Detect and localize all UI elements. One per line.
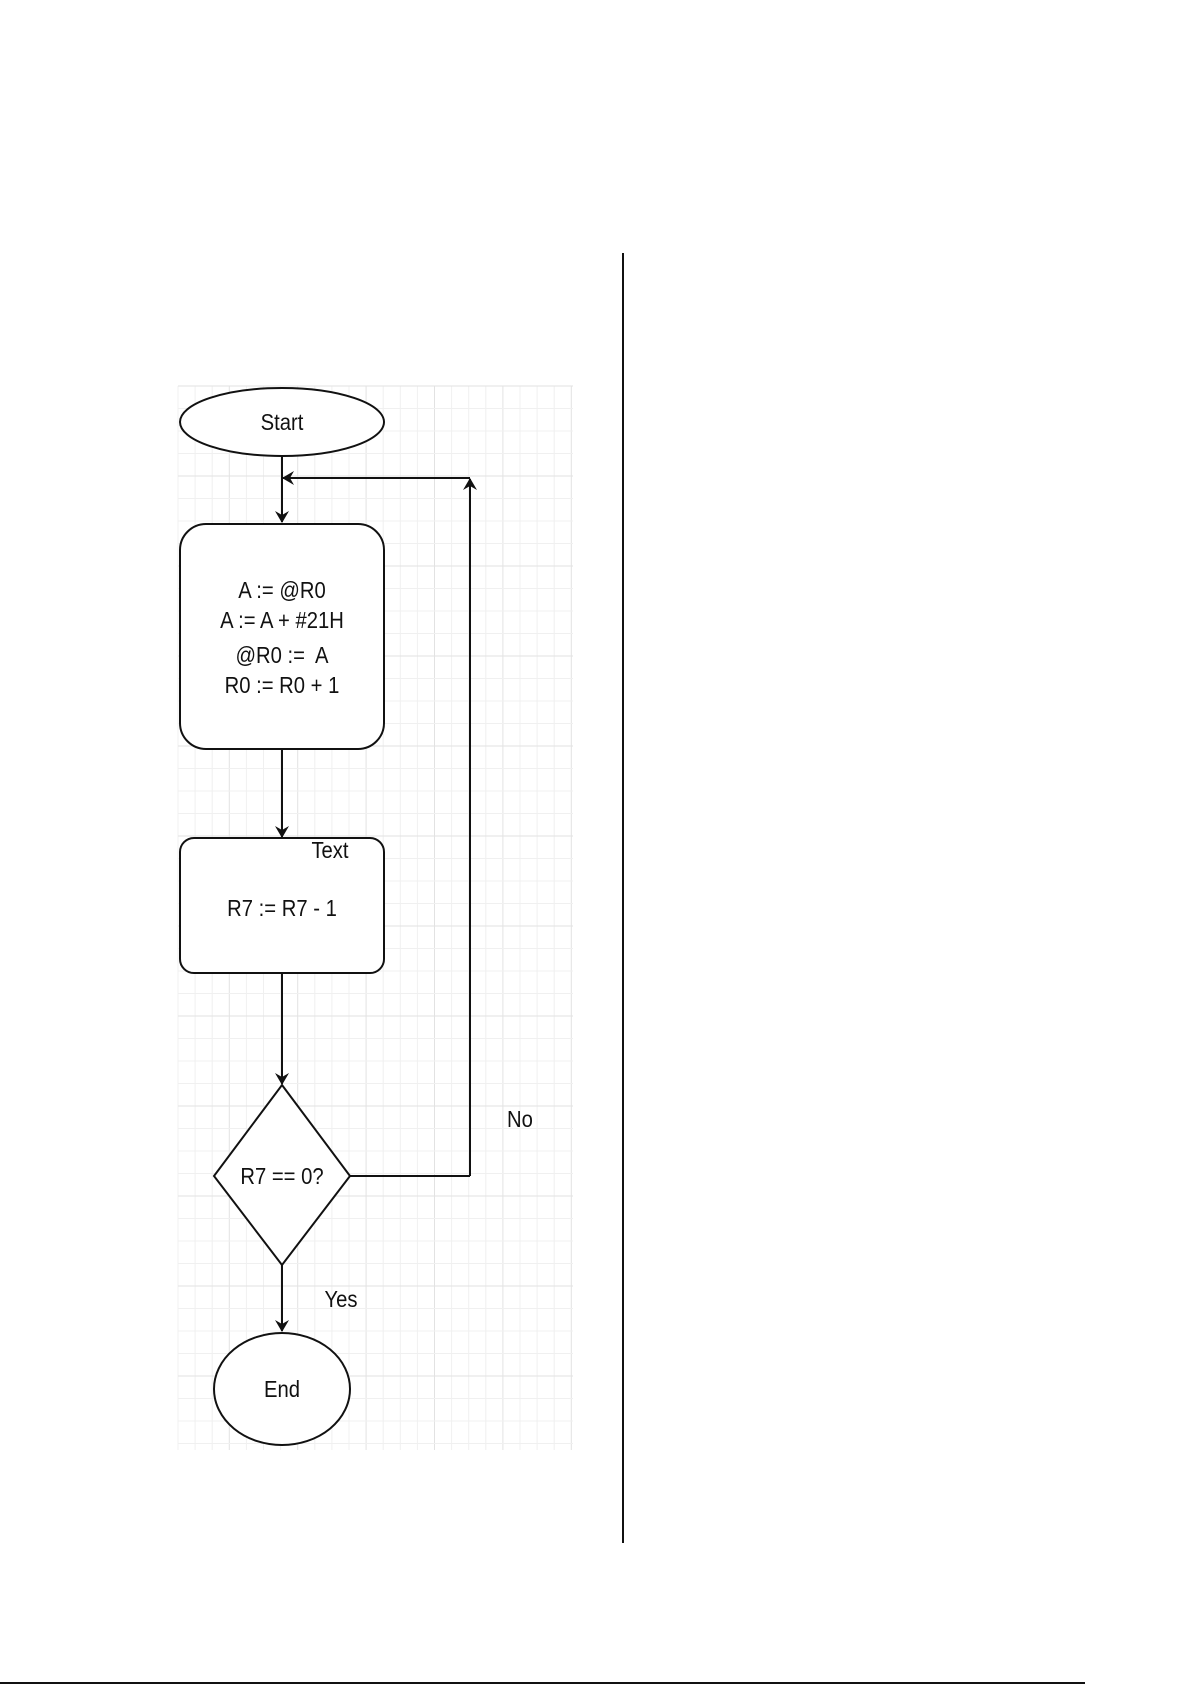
footer-rule [0, 1682, 1085, 1684]
process-2-box [179, 837, 385, 974]
end-node: End [213, 1332, 351, 1446]
process-1-line-1: A := @R0 [238, 577, 325, 604]
process-1-line-2: A := A + #21H [220, 607, 344, 634]
process-node-1: A := @R0 A := A + #21H @R0 := A R0 := R0… [179, 523, 385, 750]
process-1-line-3: @R0 := A [235, 642, 329, 669]
process-node-2: Text R7 := R7 - 1 [179, 837, 385, 974]
page-column-divider [622, 253, 624, 1543]
start-ellipse [179, 387, 385, 457]
process-2-line-1: R7 := R7 - 1 [227, 895, 337, 922]
start-label: Start [261, 409, 304, 436]
edge-label-no: No [507, 1106, 533, 1133]
decision-node: R7 == 0? [212, 1083, 352, 1267]
decision-label: R7 == 0? [240, 1163, 323, 1190]
edges [275, 457, 477, 1332]
end-ellipse [213, 1332, 351, 1446]
process-1-line-4: R0 := R0 + 1 [225, 672, 340, 699]
decision-diamond [212, 1083, 352, 1267]
process-1-box [179, 523, 385, 750]
end-label: End [264, 1376, 300, 1403]
start-node: Start [179, 387, 385, 457]
process-2-tag: Text [311, 837, 348, 864]
edge-label-yes: Yes [324, 1286, 357, 1313]
